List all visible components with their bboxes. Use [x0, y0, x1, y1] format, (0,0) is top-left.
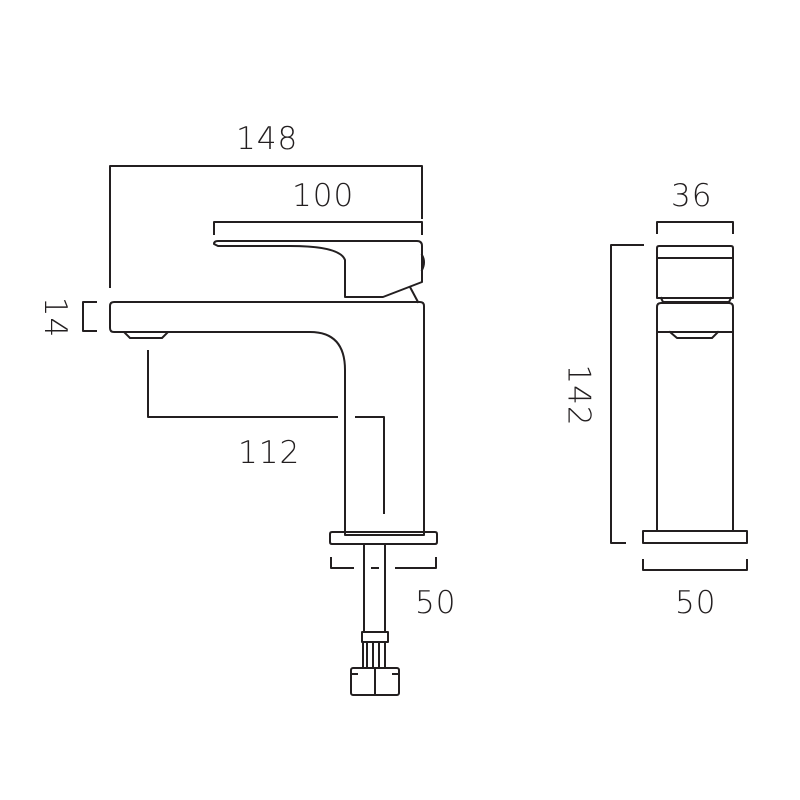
lever-pivot [420, 253, 425, 272]
front-base [642, 530, 748, 544]
lever-joint [408, 285, 420, 304]
dim-line-14 [82, 301, 97, 332]
dim-line-36 [656, 221, 734, 234]
pipe-thread [362, 642, 386, 669]
dim-label-front-50: 50 [675, 585, 717, 621]
dim-line-50-left [330, 557, 354, 569]
side-view [82, 165, 438, 696]
base-plate [329, 531, 438, 545]
front-lever [656, 245, 734, 299]
pipe-collar [361, 631, 389, 643]
front-view [610, 221, 748, 571]
hex-nut-faces [350, 669, 400, 695]
lever-handle [213, 240, 423, 298]
dim-line-112-left [147, 350, 338, 418]
dim-label-112: 112 [238, 435, 301, 471]
dim-line-100 [213, 221, 423, 235]
supply-pipe [363, 544, 386, 633]
dim-label-100: 100 [292, 178, 355, 214]
dim-label-side-50: 50 [415, 585, 457, 621]
front-aerator [668, 330, 720, 339]
spout-body [109, 301, 425, 536]
dim-line-front-50 [642, 559, 748, 571]
dim-label-142: 142 [560, 364, 597, 427]
dim-line-112-right [355, 416, 385, 514]
dim-line-50-right [395, 557, 437, 569]
dim-label-14: 14 [37, 296, 74, 339]
dim-line-142 [610, 244, 644, 544]
aerator [123, 331, 169, 339]
dim-label-36: 36 [671, 178, 713, 214]
dim-line-148 [109, 165, 423, 288]
dim-label-148: 148 [236, 121, 299, 157]
